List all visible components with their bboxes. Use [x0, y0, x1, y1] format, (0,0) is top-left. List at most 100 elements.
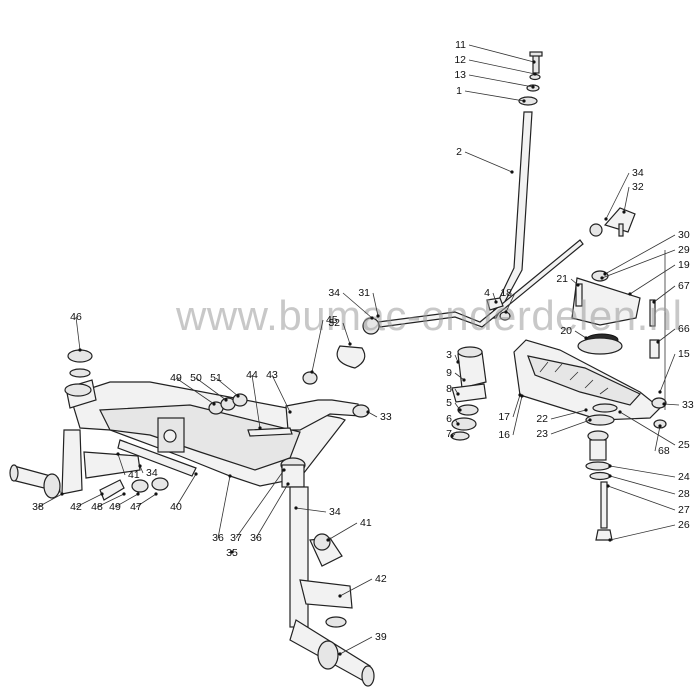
callout-label-21: 21 — [556, 273, 568, 285]
callout-dot-8 — [456, 392, 460, 396]
callout-label-32: 32 — [632, 181, 644, 193]
callout-label-22: 22 — [536, 413, 548, 425]
callout-leader-27 — [607, 485, 676, 511]
left-spindle — [9, 429, 141, 499]
callout-dot-40 — [194, 472, 198, 476]
callout-dot-42 — [100, 492, 104, 496]
callout-leader-47 — [135, 493, 157, 508]
callout-dot-49 — [212, 402, 216, 406]
callout-label-38: 38 — [32, 501, 44, 513]
callout-dot-33 — [366, 410, 370, 414]
callout-label-48: 48 — [91, 501, 103, 513]
callout-leader-29 — [601, 249, 676, 279]
callout-dot-12 — [533, 72, 537, 76]
callout-dot-22 — [584, 408, 588, 412]
callout-dot-30 — [603, 272, 607, 276]
callout-dot-45 — [310, 370, 314, 374]
callout-leader-67 — [653, 285, 676, 303]
support-bracket — [208, 371, 370, 437]
callout-label-46: 46 — [70, 311, 82, 323]
callout-leader-44 — [251, 374, 261, 429]
callout-leader-34 — [342, 292, 373, 319]
callout-label-33: 33 — [682, 399, 694, 411]
callout-dot-9 — [462, 378, 466, 382]
callout-label-2: 2 — [456, 146, 462, 158]
callout-dot-3 — [456, 360, 460, 364]
pinion-bushing-group — [450, 346, 487, 441]
callout-dot-49 — [136, 492, 140, 496]
front-axle — [64, 349, 346, 488]
callout-label-24: 24 — [678, 471, 690, 483]
callout-label-45: 45 — [326, 314, 338, 326]
callout-leader-34 — [295, 507, 327, 513]
lower-steering-parts — [585, 403, 618, 541]
callout-dot-47 — [154, 492, 158, 496]
callout-label-36: 36 — [212, 532, 224, 544]
callout-leader-68 — [654, 425, 661, 452]
callout-label-16: 16 — [498, 429, 510, 441]
callout-dot-23 — [588, 418, 592, 422]
tie-rod-bolts — [99, 439, 197, 501]
callout-label-40: 40 — [170, 501, 182, 513]
callout-dot-36 — [286, 482, 290, 486]
callout-leader-33 — [367, 411, 378, 418]
callout-dot-29 — [600, 276, 604, 280]
callout-label-32: 32 — [328, 317, 340, 329]
callout-leader-26 — [609, 524, 676, 541]
drag-link — [336, 207, 636, 369]
callout-leader-20 — [574, 330, 587, 339]
callout-dot-41 — [326, 538, 330, 542]
callout-dot-44 — [258, 426, 262, 430]
callout-leader-11 — [468, 44, 535, 63]
callout-leader-43 — [271, 374, 291, 413]
callout-leader-9 — [454, 372, 465, 381]
small-fasteners — [486, 250, 667, 429]
callout-leader-30 — [604, 234, 676, 275]
callout-label-11: 11 — [455, 39, 466, 51]
callout-label-31: 31 — [358, 287, 370, 299]
callout-leader-37 — [235, 469, 285, 539]
callout-label-50: 50 — [190, 372, 202, 384]
callout-label-37: 37 — [230, 532, 242, 544]
callout-label-51: 51 — [210, 372, 222, 384]
callout-dot-18 — [504, 310, 508, 314]
callout-label-42: 42 — [375, 573, 387, 585]
callout-leader-34 — [605, 172, 630, 220]
callout-label-27: 27 — [678, 504, 690, 516]
callout-label-49: 49 — [109, 501, 121, 513]
callout-label-41: 41 — [360, 517, 372, 529]
callout-dot-34 — [138, 464, 142, 468]
callout-dot-20 — [584, 336, 588, 340]
callout-dot-68 — [658, 424, 662, 428]
callout-label-1: 1 — [456, 85, 462, 97]
callout-label-66: 66 — [678, 323, 690, 335]
callout-label-28: 28 — [678, 488, 690, 500]
callout-dot-41 — [116, 452, 120, 456]
callout-dot-38 — [60, 492, 64, 496]
callout-leader-31 — [372, 292, 379, 317]
callout-dot-39 — [338, 652, 342, 656]
callout-leader-42 — [75, 493, 103, 508]
callout-label-5: 5 — [446, 397, 452, 409]
callout-label-6: 6 — [446, 413, 452, 425]
callout-dot-46 — [78, 348, 82, 352]
callout-label-17: 17 — [498, 411, 510, 423]
callout-label-42: 42 — [70, 501, 82, 513]
callout-leader-51 — [215, 377, 239, 397]
callout-dot-28 — [608, 474, 612, 478]
callout-leader-36 — [255, 483, 289, 539]
callout-label-18: 18 — [500, 287, 512, 299]
callout-dot-5 — [458, 408, 462, 412]
callout-leader-12 — [468, 59, 536, 75]
callout-label-35: 35 — [226, 547, 238, 559]
callout-label-26: 26 — [678, 519, 690, 531]
callout-dot-1 — [522, 99, 526, 103]
callout-leader-39 — [339, 636, 373, 655]
callout-dot-16 — [520, 394, 524, 398]
callout-dot-21 — [576, 283, 580, 287]
callout-dot-48 — [122, 492, 126, 496]
callout-leader-24 — [609, 465, 676, 478]
callout-leader-32 — [342, 322, 351, 345]
